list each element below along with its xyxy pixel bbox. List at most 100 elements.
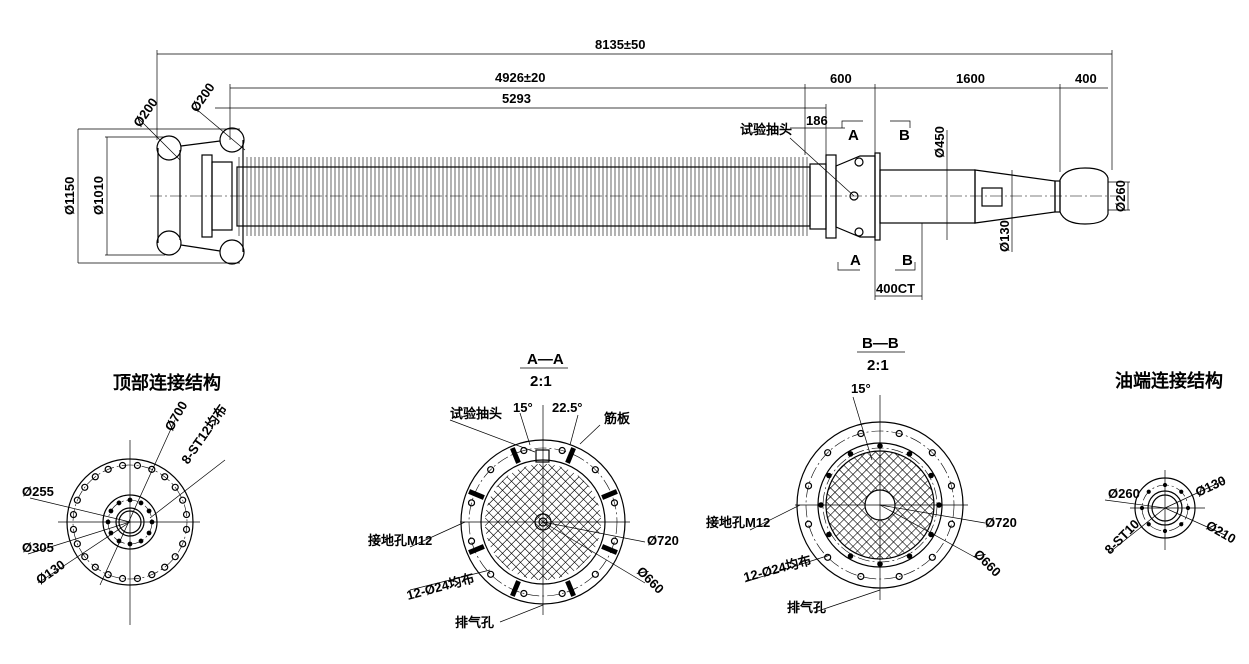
top-d305: Ø305 <box>22 540 54 555</box>
bb-d720: Ø720 <box>985 515 1017 530</box>
dim-1600: 1600 <box>956 71 985 86</box>
section-aa-view: A—A 2:1 试验抽头 15° 22.5° 筋板 接地孔M12 12-Ø24均… <box>368 351 679 630</box>
dim-fin-length: 4926±20 <box>495 70 546 85</box>
hatch-line <box>523 502 599 578</box>
bolt-hole <box>906 553 913 559</box>
bolt-hole <box>906 451 913 457</box>
hatch-line <box>490 496 569 575</box>
bolt-hole <box>108 508 114 514</box>
hatch-line <box>487 537 528 578</box>
hatch-line <box>547 526 601 580</box>
dim-insulator-length: 5293 <box>502 91 531 106</box>
dim-ring-dia-2: Ø200 <box>187 80 218 115</box>
aa-d720: Ø720 <box>647 533 679 548</box>
bolt-hole <box>824 449 832 457</box>
bolt-hole <box>947 482 956 490</box>
bolt-hole <box>1179 489 1184 494</box>
top-d255: Ø255 <box>22 484 54 499</box>
top-d130: Ø130 <box>33 557 68 588</box>
dim-cone-dia: Ø130 <box>997 220 1012 252</box>
ribs <box>468 447 618 597</box>
dim-outer-dia: Ø1150 <box>62 177 77 215</box>
hatch-line <box>866 452 933 519</box>
rib <box>510 447 521 464</box>
hatch-line <box>506 485 589 568</box>
section-mark-b-top: B <box>899 127 910 144</box>
hatch-line <box>829 454 900 525</box>
dim-600: 600 <box>830 71 852 86</box>
oil-d260: Ø260 <box>1108 486 1140 501</box>
hatch-line <box>827 452 866 491</box>
main-elevation-view: A B A B 8135±50 4926±20 5293 600 1600 40… <box>62 37 1130 300</box>
hatch-line <box>495 555 510 570</box>
bolt-hole <box>591 570 599 578</box>
hatch-line <box>883 450 935 502</box>
bolt-hole <box>69 525 78 534</box>
rib <box>601 489 618 500</box>
bb-vent-label: 排气孔 <box>787 600 826 615</box>
bb-angle-15: 15° <box>851 381 871 396</box>
hatch-line <box>828 522 863 557</box>
top-connection-view: 顶部连接结构 Ø255 Ø305 Ø130 Ø700 8-ST12均布 <box>22 372 230 625</box>
bolt-hole <box>1179 522 1184 527</box>
bolt-hole <box>179 540 187 548</box>
hatch-line <box>486 509 556 579</box>
bolt-hole <box>118 574 127 583</box>
stress-shield <box>1059 167 1109 225</box>
hatch-line <box>868 493 933 558</box>
bolt-hole <box>69 510 78 519</box>
hatch-line <box>860 454 931 525</box>
bolt-hole <box>133 574 142 583</box>
bolt-hole <box>520 589 528 598</box>
hatch-line <box>827 452 894 519</box>
aa-ground-label: 接地孔M12 <box>368 533 432 548</box>
oil-end-view: 油端连接结构 Ø260 Ø130 Ø210 8-ST10 <box>1102 370 1239 557</box>
dimension-lines <box>77 50 1130 300</box>
bolt-hole <box>149 519 155 525</box>
hatch-line <box>861 486 931 556</box>
hatch-line <box>538 517 602 581</box>
oil-d210: Ø210 <box>1204 518 1239 547</box>
bolt-hole <box>148 465 156 473</box>
rib <box>601 544 618 555</box>
rib <box>510 580 521 597</box>
bolt-hole <box>81 483 89 491</box>
bolt-hole <box>73 496 81 504</box>
section-marks: A B A B <box>837 120 916 271</box>
bolt-hole <box>804 482 813 490</box>
aa-tap-label: 试验抽头 <box>450 406 502 421</box>
bolt-hole <box>826 531 832 538</box>
hatch-line <box>876 501 935 560</box>
bolt-hole <box>928 449 936 457</box>
bolt-hole <box>857 572 865 581</box>
bolt-hole <box>1146 522 1151 527</box>
bolt-hole <box>91 563 99 571</box>
bolt-hole <box>73 540 81 548</box>
hatch-line <box>855 480 929 554</box>
hatch-line <box>484 517 548 581</box>
bolt-holes <box>69 461 191 583</box>
section-aa-scale: 2:1 <box>530 373 552 390</box>
oil-bolts-label: 8-ST10 <box>1102 516 1143 557</box>
bolt-hole <box>1146 489 1151 494</box>
aa-rib-label: 筋板 <box>603 411 631 426</box>
bolt-hole <box>146 530 152 536</box>
bolt-hole <box>171 483 179 491</box>
test-tap-label: 试验抽头 <box>740 122 792 137</box>
bolt-hole <box>928 472 934 479</box>
dim-cyl-dia: Ø450 <box>932 126 947 158</box>
bolt-hole <box>487 466 495 474</box>
bolt-hole <box>824 553 832 561</box>
bolt-hole <box>610 537 619 545</box>
bb-d660: Ø660 <box>971 547 1004 580</box>
aa-holes-label: 12-Ø24均布 <box>405 570 476 602</box>
aa-angle-15: 15° <box>513 400 533 415</box>
bolt-hole <box>104 465 112 473</box>
mounting-flange <box>789 137 881 241</box>
bolt-hole <box>947 520 956 528</box>
hatch-line <box>894 452 933 491</box>
bolt-hole <box>558 589 566 598</box>
bolt-hole <box>81 553 89 561</box>
bolt-hole <box>487 570 495 578</box>
